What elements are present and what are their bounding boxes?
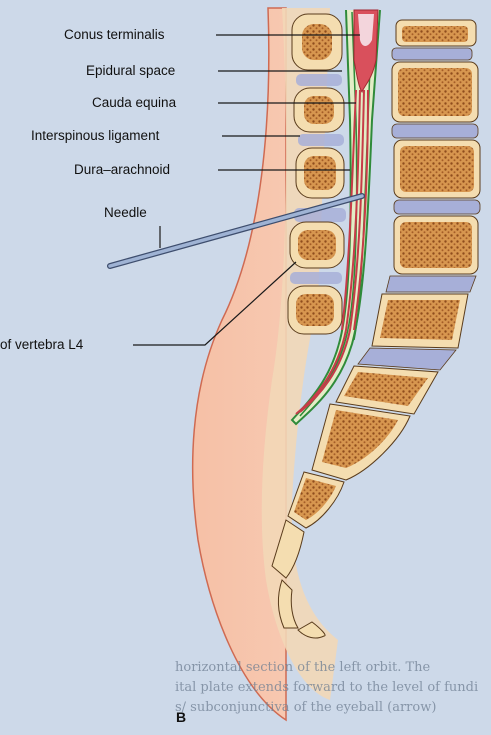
label-dura-arachnoid: Dura–arachnoid [74,162,170,178]
label-epidural-space: Epidural space [86,63,175,79]
label-vertebra-l4: of vertebra L4 [0,337,83,353]
figure-letter: B [176,709,186,725]
back-skin [193,8,286,720]
background-text-line-3: s/ subconjunctiva of the eyeball (arrow) [175,700,436,715]
label-cauda-equina: Cauda equina [92,95,176,111]
label-interspinous-ligament: Interspinous ligament [31,128,159,144]
label-conus-terminalis: Conus terminalis [64,27,165,43]
background-text-line-2: ital plate extends forward to the level … [175,680,478,695]
background-text-line-1: horizontal section of the left orbit. Th… [175,660,430,675]
label-needle: Needle [104,205,147,221]
